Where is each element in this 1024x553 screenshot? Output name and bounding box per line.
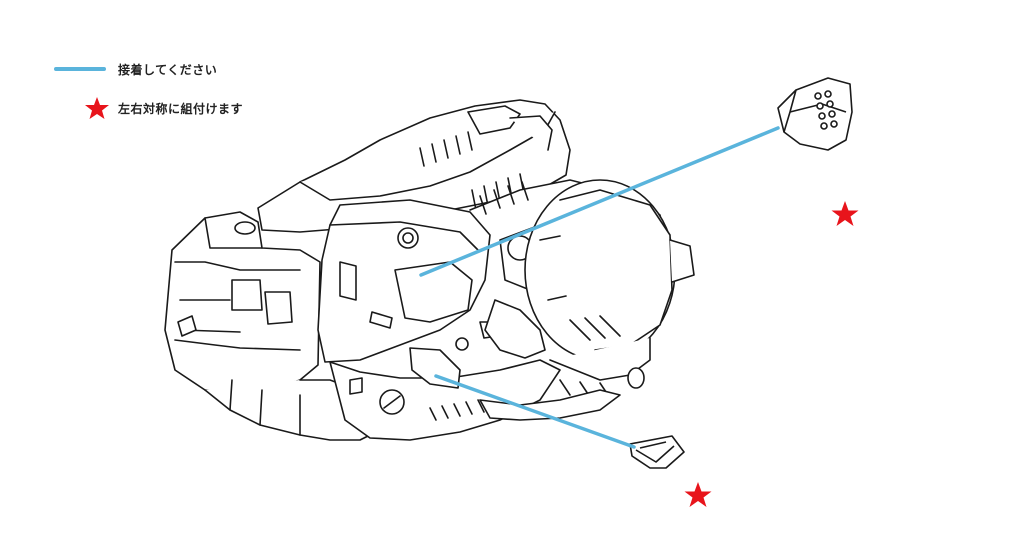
small-part-wedge: [629, 435, 685, 469]
legend: 接着してください 左右対称に組付けます: [54, 58, 243, 119]
glue-line-bottom: [434, 374, 636, 449]
robot-head-assembly-illustration: [164, 99, 695, 441]
small-part-vent-block: [777, 77, 853, 151]
symmetric-label: 左右対称に組付けます: [118, 101, 244, 116]
legend-row-symmetric: 左右対称に組付けます: [54, 97, 243, 119]
legend-row-glue: 接着してください: [54, 58, 243, 80]
glue-line-top: [419, 126, 780, 277]
star-icon: [85, 97, 109, 119]
star-icon: [831, 201, 859, 226]
glue-label: 接着してください: [118, 62, 218, 77]
glue-line-swatch: [54, 67, 106, 71]
star-icon: [684, 482, 712, 507]
